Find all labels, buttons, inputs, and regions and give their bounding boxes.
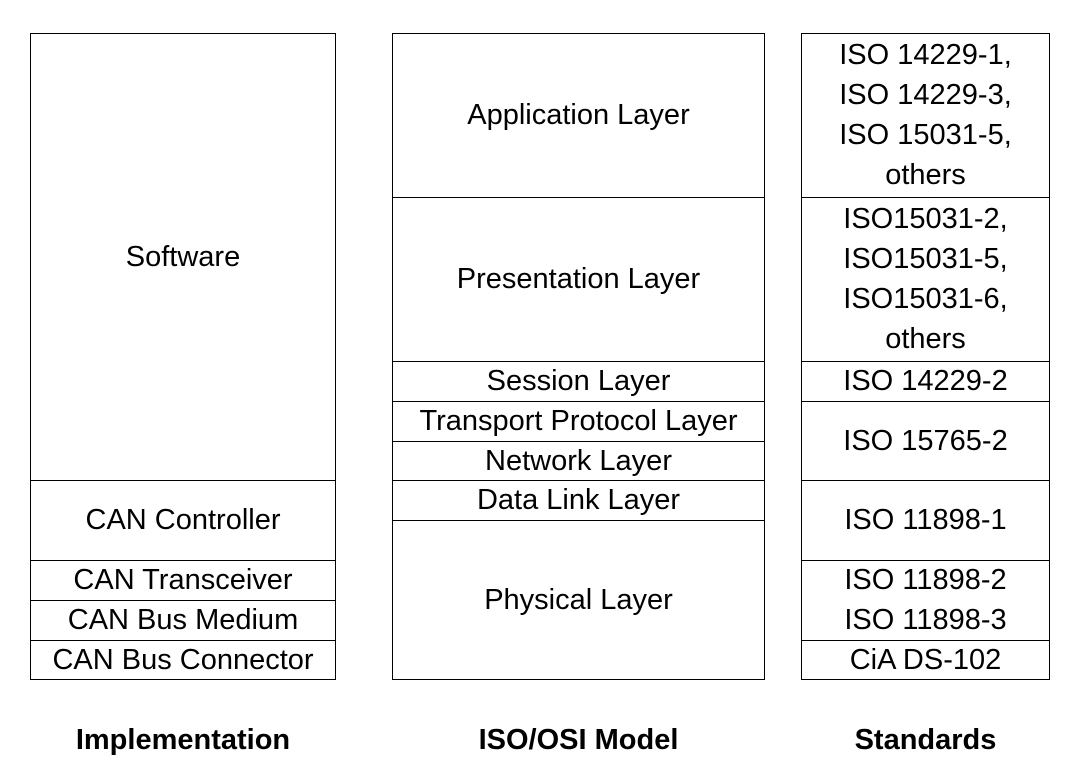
osi-divider [392,361,765,362]
osi-divider [392,520,765,521]
implementation-divider [30,640,336,641]
implementation-can-controller-cell: CAN Controller [85,504,281,536]
standards-session-cell: ISO 14229-2 [843,365,1008,397]
standards-divider [801,640,1050,641]
osi-divider [392,480,765,481]
implementation-can-bus-connector-cell: CAN Bus Connector [52,644,314,676]
implementation-column: Software CAN Controller CAN Transceiver … [30,33,336,680]
standards-data-link-cell: ISO 11898-1 [844,504,1007,536]
osi-model-caption: ISO/OSI Model [478,723,679,756]
standards-divider [801,361,1050,362]
osi-divider [392,441,765,442]
osi-network-layer-cell: Network Layer [485,445,672,477]
standards-divider [801,480,1050,481]
osi-divider [392,401,765,402]
standards-divider [801,197,1050,198]
standards-column: ISO 14229-1, ISO 14229-3, ISO 15031-5, o… [801,33,1050,680]
osi-data-link-layer-cell: Data Link Layer [476,484,681,516]
implementation-caption: Implementation [75,723,291,756]
osi-application-layer-cell: Application Layer [467,99,690,131]
osi-physical-layer-cell: Physical Layer [484,584,673,616]
standards-transport-network-cell: ISO 15765-2 [843,424,1008,457]
standards-physical-cell: ISO 11898-2 ISO 11898-3 [844,564,1007,636]
implementation-divider [30,480,336,481]
osi-presentation-layer-cell: Presentation Layer [456,263,701,295]
implementation-can-transceiver-cell: CAN Transceiver [73,564,293,596]
implementation-divider [30,560,336,561]
standards-presentation-cell: ISO15031-2, ISO15031-5, ISO15031-6, othe… [843,203,1008,355]
implementation-divider [30,600,336,601]
osi-model-column: Application Layer Presentation Layer Ses… [392,33,765,680]
implementation-software-cell: Software [125,240,241,273]
standards-divider [801,560,1050,561]
osi-session-layer-cell: Session Layer [486,365,671,397]
standards-divider [801,401,1050,402]
osi-divider [392,197,765,198]
osi-transport-protocol-layer-cell: Transport Protocol Layer [419,405,738,437]
standards-caption: Standards [854,723,997,756]
standards-application-cell: ISO 14229-1, ISO 14229-3, ISO 15031-5, o… [839,39,1012,191]
implementation-can-bus-medium-cell: CAN Bus Medium [67,604,299,636]
standards-connector-cell: CiA DS-102 [849,644,1002,676]
